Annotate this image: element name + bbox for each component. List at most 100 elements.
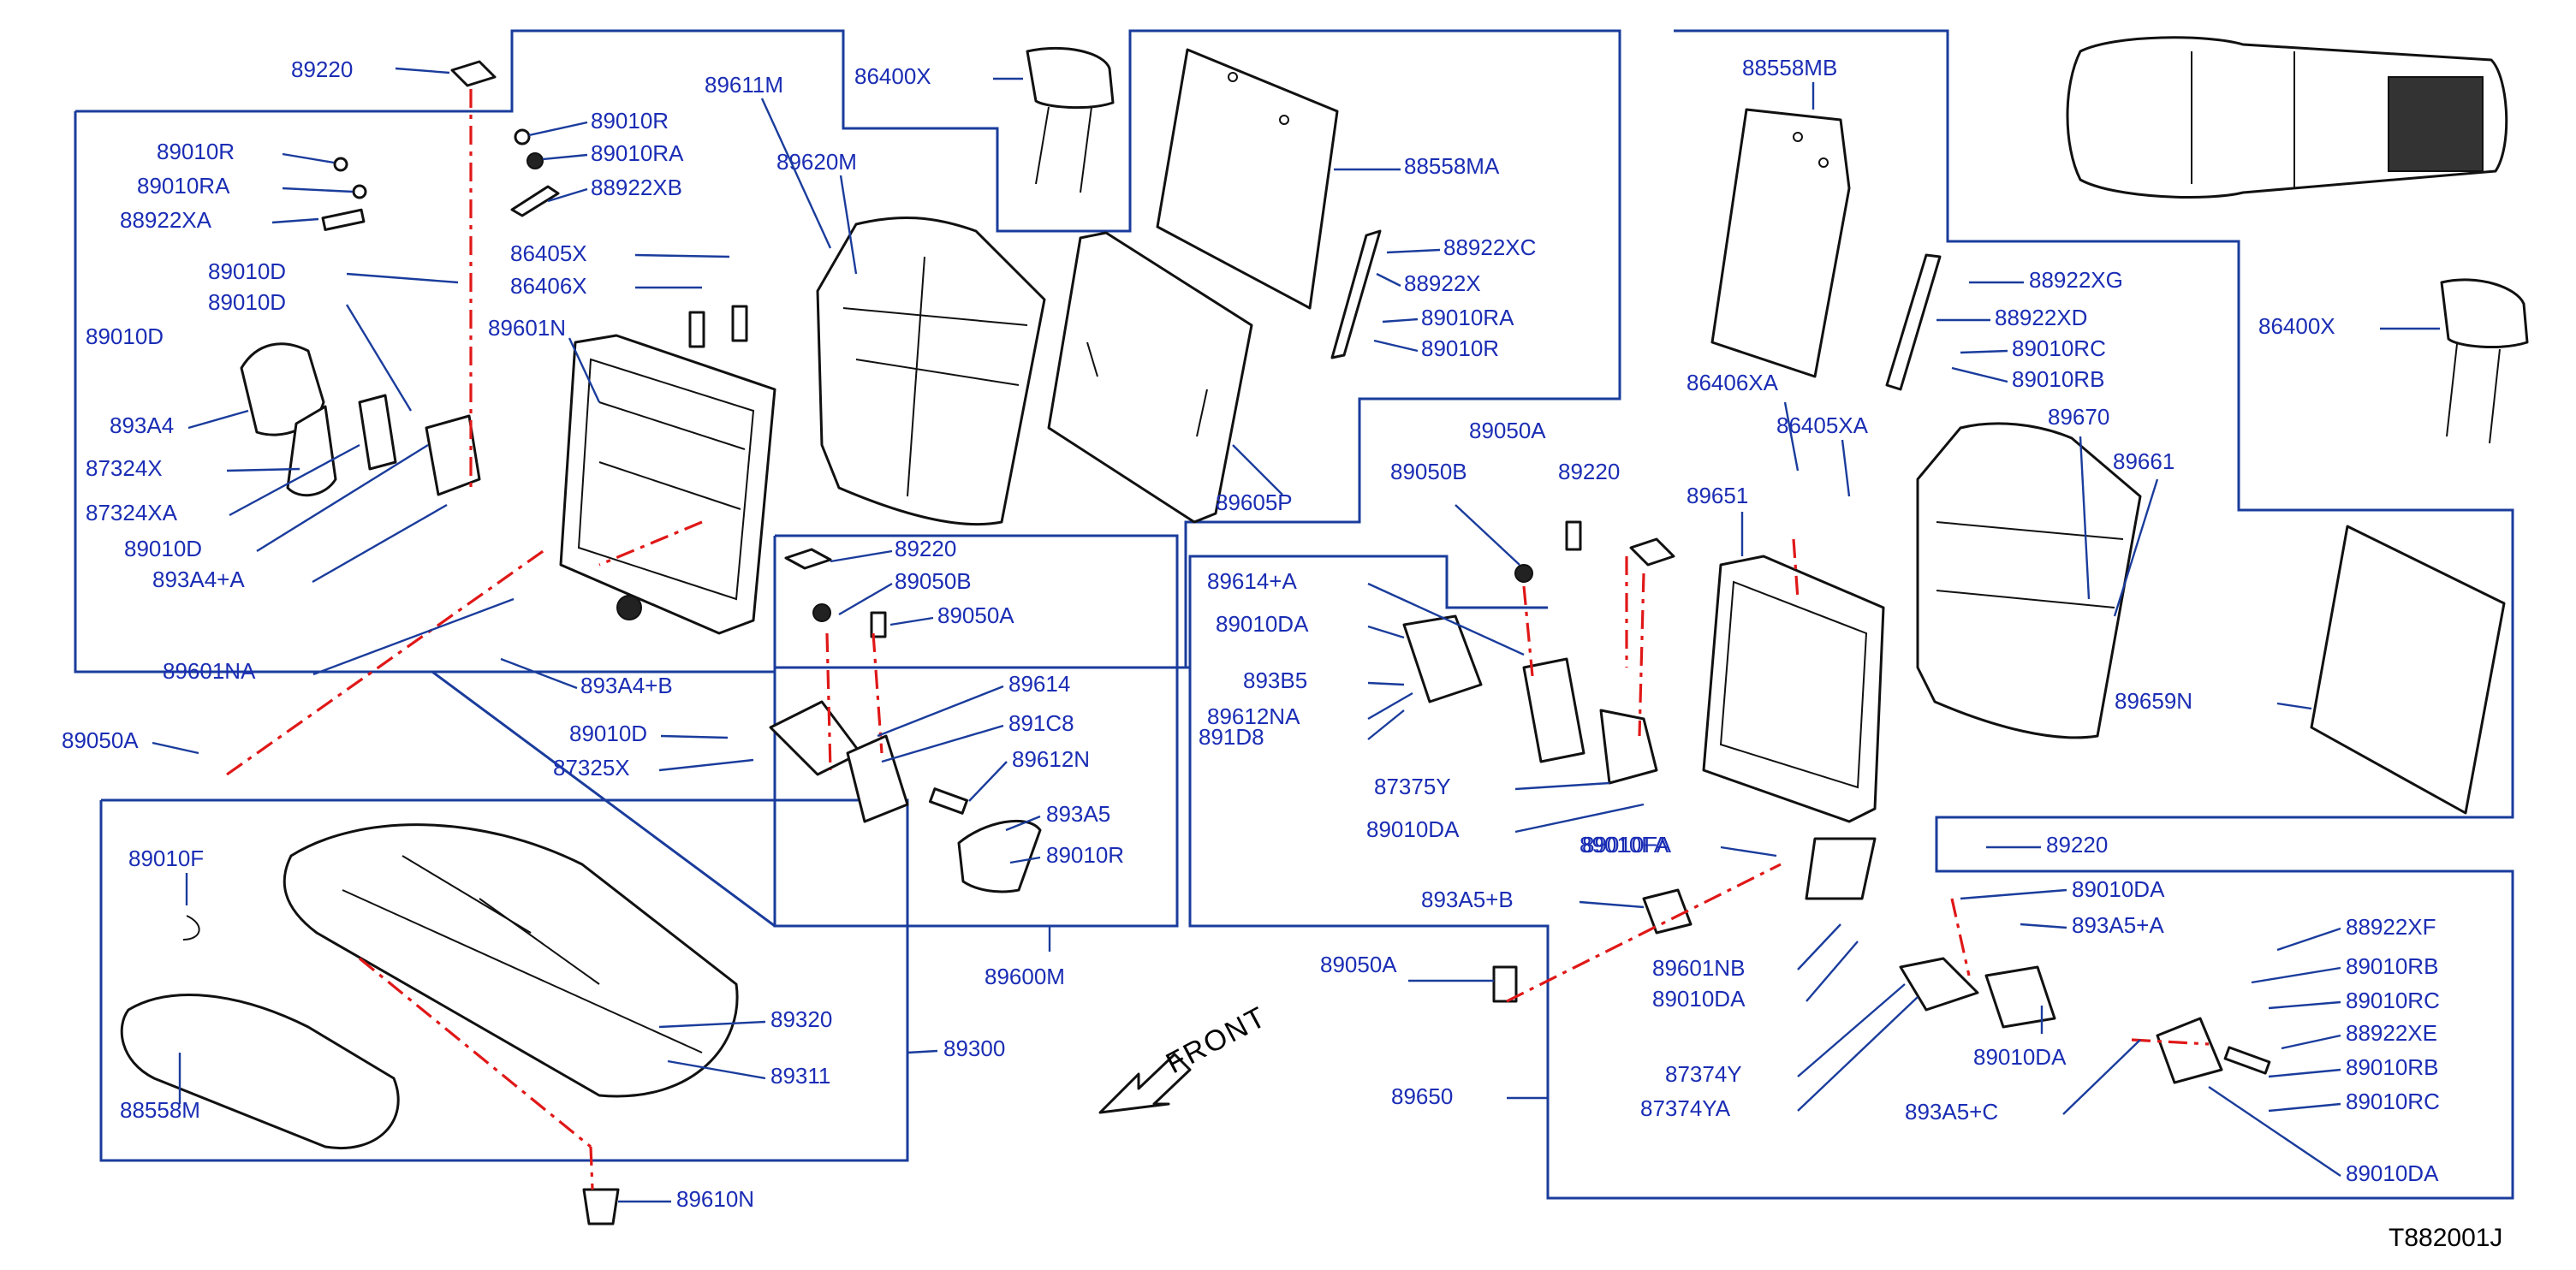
leader-line [226,467,300,472]
diagram-code: T882001J [2389,1224,2502,1252]
leader-line [1382,318,1419,323]
part-label: 89010DA [2346,1160,2439,1186]
leader-line [1797,923,1841,970]
part-label: 89010DA [1973,1044,2067,1070]
boundary-lines [74,29,2514,1200]
part-label: 893B5 [1243,668,1307,693]
leader-line [282,187,354,193]
leader-line [547,187,588,203]
leader-line [1579,900,1645,909]
leader-line [2113,478,2159,617]
leader-line [1797,983,1906,1077]
part-shapes [120,36,2529,1225]
part-label: 89610N [676,1186,754,1212]
leader-line [152,741,199,755]
part-label: 89050A [1469,418,1546,443]
leader-line [2276,702,2312,710]
part-label: 891D8 [1199,724,1264,750]
part-label: 89614+A [1207,568,1297,594]
part-label: 86406X [510,273,587,299]
leader-line [1951,366,2008,383]
leader-line [1960,888,2067,900]
part-label: 89010D [86,323,164,349]
part-label: 88558MB [1742,55,1837,80]
leader-line [1806,941,1859,1002]
part-label: 893A4 [110,412,174,438]
leader-line [1514,803,1645,834]
part-label: 86400X [854,63,931,89]
part-label: 89651 [1687,483,1748,508]
leader-line [2062,1039,2141,1115]
leader-line [1232,444,1283,496]
leader-line [667,1059,766,1080]
leader-line [830,549,893,563]
part-label: 89612N [1012,746,1090,772]
leader-line [1841,439,1851,497]
leader-line [1367,709,1405,740]
part-label: 89010DA [1216,611,1309,637]
part-label: 89670 [2048,404,2109,430]
part-label: 88922XF [2346,914,2436,940]
part-label: 89010RB [2346,953,2438,979]
part-label: 89050A [937,602,1014,628]
part-label: 89010R [157,139,235,164]
part-label: 89601NB [1652,955,1745,981]
leader-line [881,724,1004,763]
leader-line [229,443,360,517]
part-label: 89050A [1320,952,1397,977]
part-label: 89659N [2115,688,2192,714]
part-label: 89050B [1390,459,1467,484]
leader-line [1783,401,1800,472]
part-label: 89600M [985,964,1065,989]
part-label: 89010RA [591,140,684,166]
leader-line [2020,923,2067,929]
part-label: 87324XA [86,500,178,525]
part-label: 86405X [510,240,587,266]
leader-line [1376,272,1401,288]
part-label: 87374Y [1665,1061,1742,1087]
front-direction-label: FRONT [1161,1000,1272,1080]
part-label: 89010RC [2012,335,2106,361]
leader-line [2251,966,2341,984]
part-label: 89661 [2113,448,2174,474]
leader-line [2268,1102,2341,1113]
leader-line [760,98,832,249]
leader-line [1386,248,1441,254]
part-label: 893A5 [1046,801,1110,827]
part-label: 89611M [705,72,783,98]
part-label: 88922X [1404,270,1481,296]
part-label: 89620M [776,149,857,175]
leader-line [1720,846,1777,858]
leader-line [658,1020,766,1029]
leader-line [2268,1000,2341,1010]
part-label: 89010R [1046,842,1124,868]
part-label: 89050B [895,568,972,594]
part-label: 89010RB [2012,366,2104,392]
part-label: 88922XE [2346,1020,2437,1046]
part-label: 89010RC [2346,1089,2440,1114]
part-label: 89605P [1216,490,1293,515]
leader-line [2281,1034,2341,1050]
part-label: 89010RB [2346,1054,2438,1080]
leader-line [1005,815,1041,832]
leader-line [968,761,1008,802]
part-label: 89320 [770,1006,832,1032]
part-label: 89010DA [2072,876,2165,902]
leader-line [838,582,893,616]
part-label: 89612NA [1207,703,1300,729]
leader-line [907,1049,938,1054]
leader-line [312,597,515,676]
leader-line [256,443,429,553]
part-label: 88922XB [591,175,682,200]
leader-line [660,734,729,739]
part-label: 88558MA [1404,153,1500,179]
part-label: 88922XC [1443,234,1536,260]
leader-line [1797,996,1919,1112]
leader-line [542,153,588,161]
leader-line [634,253,730,258]
leader-line [312,503,448,584]
leader-line [1367,691,1413,721]
leader-line [658,758,754,772]
